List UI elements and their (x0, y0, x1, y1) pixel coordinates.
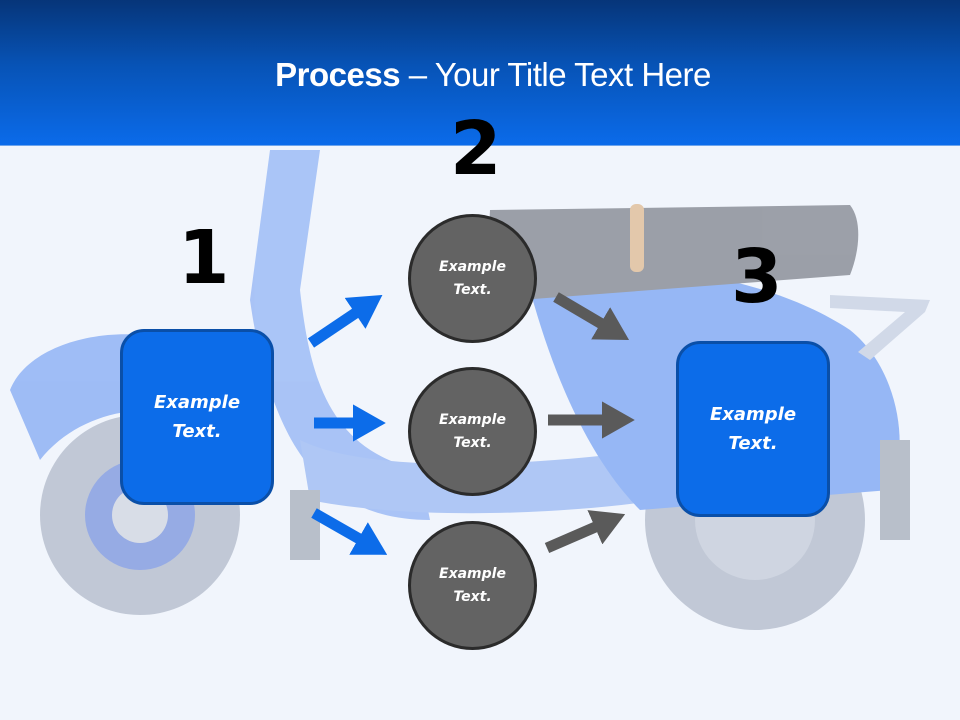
step-number-3: 3 (731, 234, 783, 320)
seat (489, 205, 859, 300)
steering-column (250, 150, 430, 520)
title-bold: Process (275, 56, 401, 93)
circle-bottom-line1: Example (439, 565, 506, 582)
circle-middle-line1: Example (439, 411, 506, 428)
step-3-box-line2: Text. (728, 433, 778, 454)
title-rest: – Your Title Text Here (400, 56, 712, 93)
circle-top-line2: Text. (453, 281, 492, 298)
step-1-box-line1: Example (153, 392, 241, 413)
step-3-box[interactable]: Example Text. (676, 341, 830, 517)
slide-title: Process – Your Title Text Here (0, 56, 960, 94)
step-2-circle-middle[interactable]: Example Text. (408, 367, 537, 496)
circle-bottom-line2: Text. (453, 588, 492, 605)
circle-middle-line2: Text. (453, 434, 492, 451)
step-2-circle-bottom[interactable]: Example Text. (408, 521, 537, 650)
step-number-1: 1 (178, 215, 230, 301)
step-number-2: 2 (450, 106, 502, 192)
circle-top-line1: Example (439, 258, 506, 275)
step-1-box[interactable]: Example Text. (120, 329, 274, 505)
seat-strap (630, 204, 644, 272)
title-banner: Process – Your Title Text Here (0, 0, 960, 146)
step-1-box-line2: Text. (172, 421, 222, 442)
step-3-box-line1: Example (709, 404, 797, 425)
step-2-circle-top[interactable]: Example Text. (408, 214, 537, 343)
